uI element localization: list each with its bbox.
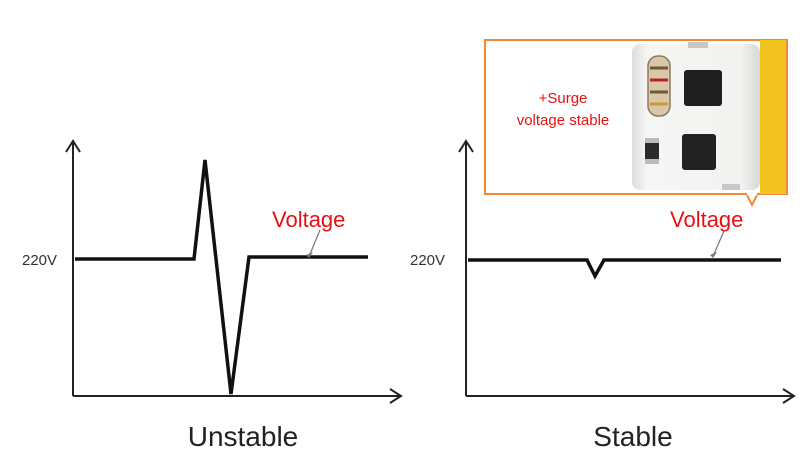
- left-label-pointer-tip: [306, 252, 313, 258]
- right-series-label: Voltage: [670, 207, 743, 232]
- solder-pad-icon: [688, 42, 708, 48]
- right-y-tick-label: 220V: [410, 252, 445, 269]
- pcb-photo: [632, 40, 786, 194]
- stable-panel: 220V Voltage Stable: [410, 139, 796, 452]
- right-label-pointer: [713, 230, 725, 255]
- ic-chip-icon: [684, 70, 722, 106]
- right-y-axis-arrow: [458, 139, 474, 153]
- stable-voltage-waveform: [468, 258, 781, 280]
- surge-callout: +Surge voltage stable: [484, 39, 788, 208]
- unstable-voltage-waveform: [75, 159, 368, 395]
- callout-text-line1: +Surge: [539, 90, 588, 107]
- callout-text-line2: voltage stable: [517, 112, 610, 129]
- ic-chip-icon: [682, 134, 716, 170]
- resistor-icon: [647, 55, 671, 117]
- left-x-axis-arrow: [389, 388, 403, 404]
- left-label-pointer: [309, 229, 321, 255]
- left-y-axis-arrow: [65, 139, 81, 153]
- right-x-axis-arrow: [782, 388, 796, 404]
- left-y-tick-label: 220V: [22, 252, 57, 269]
- pcb-yellow-strip: [760, 40, 786, 194]
- right-caption: Stable: [593, 421, 672, 452]
- solder-pad-icon: [722, 184, 740, 190]
- unstable-panel: 220V Voltage Unstable: [22, 139, 403, 452]
- right-label-pointer-tip: [710, 252, 717, 258]
- left-series-label: Voltage: [272, 207, 345, 232]
- left-caption: Unstable: [188, 421, 299, 452]
- diode-icon: [645, 138, 659, 164]
